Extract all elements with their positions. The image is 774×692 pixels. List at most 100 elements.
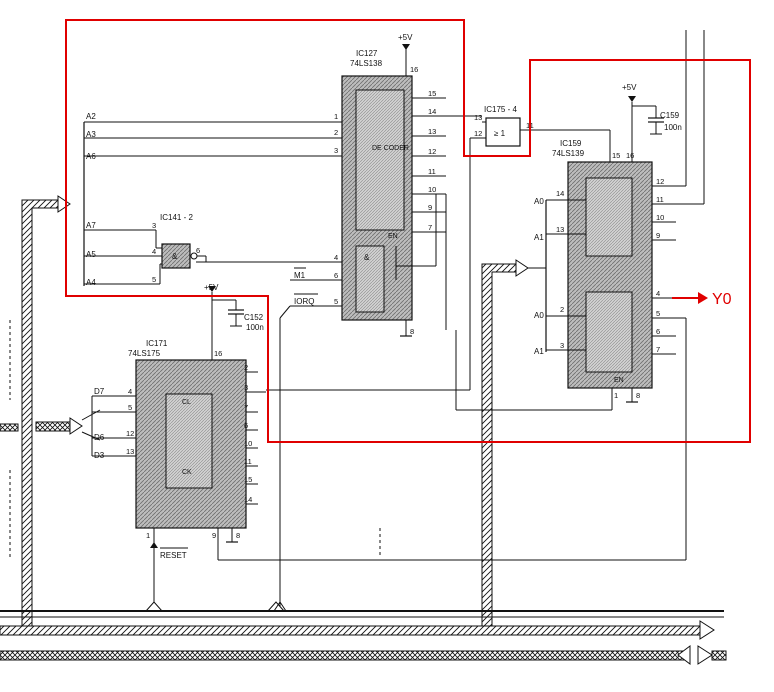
ic127-out-pin-15: 15 [428,89,436,98]
ic171-in-pin-1: 1 [146,531,150,540]
ic159-ref: IC159 [560,139,582,148]
ic127-out-pin-11: 11 [428,167,436,176]
ic127-ref: IC127 [356,49,378,58]
highlight-boxes [65,19,751,443]
label-d6: D6 [94,433,105,442]
ic159-in-pin-2: 2 [560,305,564,314]
ic127-out-pin-7: 7 [428,223,432,232]
ic159-pin8: 8 [636,391,640,400]
ic159-pin15: 15 [612,151,620,160]
ic159-supply-label: +5V [622,83,637,92]
ic175-4-ref: IC175 - 4 [484,105,517,114]
ic171-in-pin-12: 12 [126,429,134,438]
ic127-en: EN [388,233,398,240]
ic159-out-pin-10: 10 [656,213,664,222]
ic171-pin8: 8 [236,531,240,540]
ic127-out-pin-9: 9 [428,203,432,212]
ic171-register: IC171 74LS175 +5V 1 6 8 9 CL CK C152 100n… [91,283,266,602]
label-a0-1: A0 [534,197,544,206]
ic171-in-pin-4: 4 [128,387,132,396]
label-m1: M1 [294,271,306,280]
highlight-box-left [65,19,751,443]
ic159-out-pin-11: 11 [656,195,664,204]
ic171-in-pin-13: 13 [126,447,134,456]
c159-value: 100n [664,123,682,132]
label-d3: D3 [94,451,105,460]
label-iorq: IORQ [294,297,314,306]
misc-wires [9,320,381,560]
ic171-out-pin-6: 6 [244,421,248,430]
ic159-out-pin-6: 6 [656,327,660,336]
label-a0-2: A0 [534,311,544,320]
ic159-in-pin-13: 13 [556,225,564,234]
ic171-out-pin-7: 7 [244,403,248,412]
label-a1-2: A1 [534,347,544,356]
ic127-pin16: 16 [410,65,418,74]
ic127-in-pin-2: 2 [334,128,338,137]
ic159-out-pin-12: 12 [656,177,664,186]
c152-ref: C152 [244,313,264,322]
ic127-part: 74LS138 [350,59,383,68]
ic141-pin-4: 4 [152,247,156,256]
ic171-out-pin-15: 15 [244,475,252,484]
label-a6: A6 [86,152,96,161]
label-a3: A3 [86,130,96,139]
label-a7: A7 [86,221,96,230]
ic175-4-gate: IC175 - 4 ≥ 1 13 12 11 [266,105,611,391]
ic159-en: EN [614,377,624,384]
ic171-out-pin-10: 10 [244,439,252,448]
ic127-out-pin-10: 10 [428,185,436,194]
label-reset: RESET [160,551,187,560]
ic171-supply-label: +5V [204,283,219,292]
ic127-en-pin-4: 4 [334,253,338,262]
ic127-supply-label: +5V [398,33,413,42]
ic159-pin16: 16 [626,151,634,160]
label-a2: A2 [86,112,96,121]
ic159-part: 74LS139 [552,149,585,158]
ic171-pin9: 9 [212,531,216,540]
bus-lines [0,122,727,665]
ic141-pin-5: 5 [152,275,156,284]
ic141-ref: IC141 - 2 [160,213,193,222]
ic141-pin-6: 6 [196,246,200,255]
c152-value: 100n [246,323,264,332]
ic159-decoder: Y0 IC159 74LS139 +5V 16 15 1 8 EN C159 1… [217,30,732,561]
ic159-out-pin-5: 5 [656,309,660,318]
ic159-out-pin-7: 7 [656,345,660,354]
ic159-out-pin-4: 4 [656,289,660,298]
ic171-in-pin-5: 5 [128,403,132,412]
ic141-pin-3: 3 [152,221,156,230]
ic127-out-pin-14: 14 [428,107,436,116]
ic171-cl: CL [182,399,191,406]
ic171-out-pin-14: 14 [244,495,252,504]
ic171-part: 74LS175 [128,349,161,358]
ic175-4-pin-13: 13 [474,113,482,122]
ic141-gate: IC141 - 2 & 3 4 5 6 [84,213,207,285]
ic171-ref: IC171 [146,339,168,348]
ic171-out-pin-2: 2 [244,363,248,372]
ic175-4-gate-label: ≥ 1 [494,129,506,138]
ic127-pin8: 8 [410,327,414,336]
ic141-gate-label: & [172,252,178,261]
ic127-in-pin-3: 3 [334,146,338,155]
label-a5: A5 [86,250,96,259]
ic127-en-pin-6: 6 [334,271,338,280]
ic159-pin1: 1 [614,391,618,400]
ic171-ck: CK [182,469,192,476]
ic159-in-pin-3: 3 [560,341,564,350]
label-a4: A4 [86,278,96,287]
ic127-in-pin-1: 1 [334,112,338,121]
ic127-and: & [364,253,370,262]
ic127-out-pin-12: 12 [428,147,436,156]
ic171-out-pin-11: 11 [244,457,252,466]
label-a1-1: A1 [534,233,544,242]
ic127-func: DE CODER [372,145,409,152]
signal-labels: A2 A3 A6 A7 A5 A4 M1 IORQ [86,112,318,306]
ic127-decoder: IC127 74LS138 +5V 16 8 DE CODER EN & 1 2… [84,33,482,606]
label-d7: D7 [94,387,105,396]
ic159-out-pin-9: 9 [656,231,660,240]
ic171-out-pin-3: 3 [244,383,248,392]
ic127-en-pin-5: 5 [334,297,338,306]
ic127-out-pin-13: 13 [428,127,436,136]
